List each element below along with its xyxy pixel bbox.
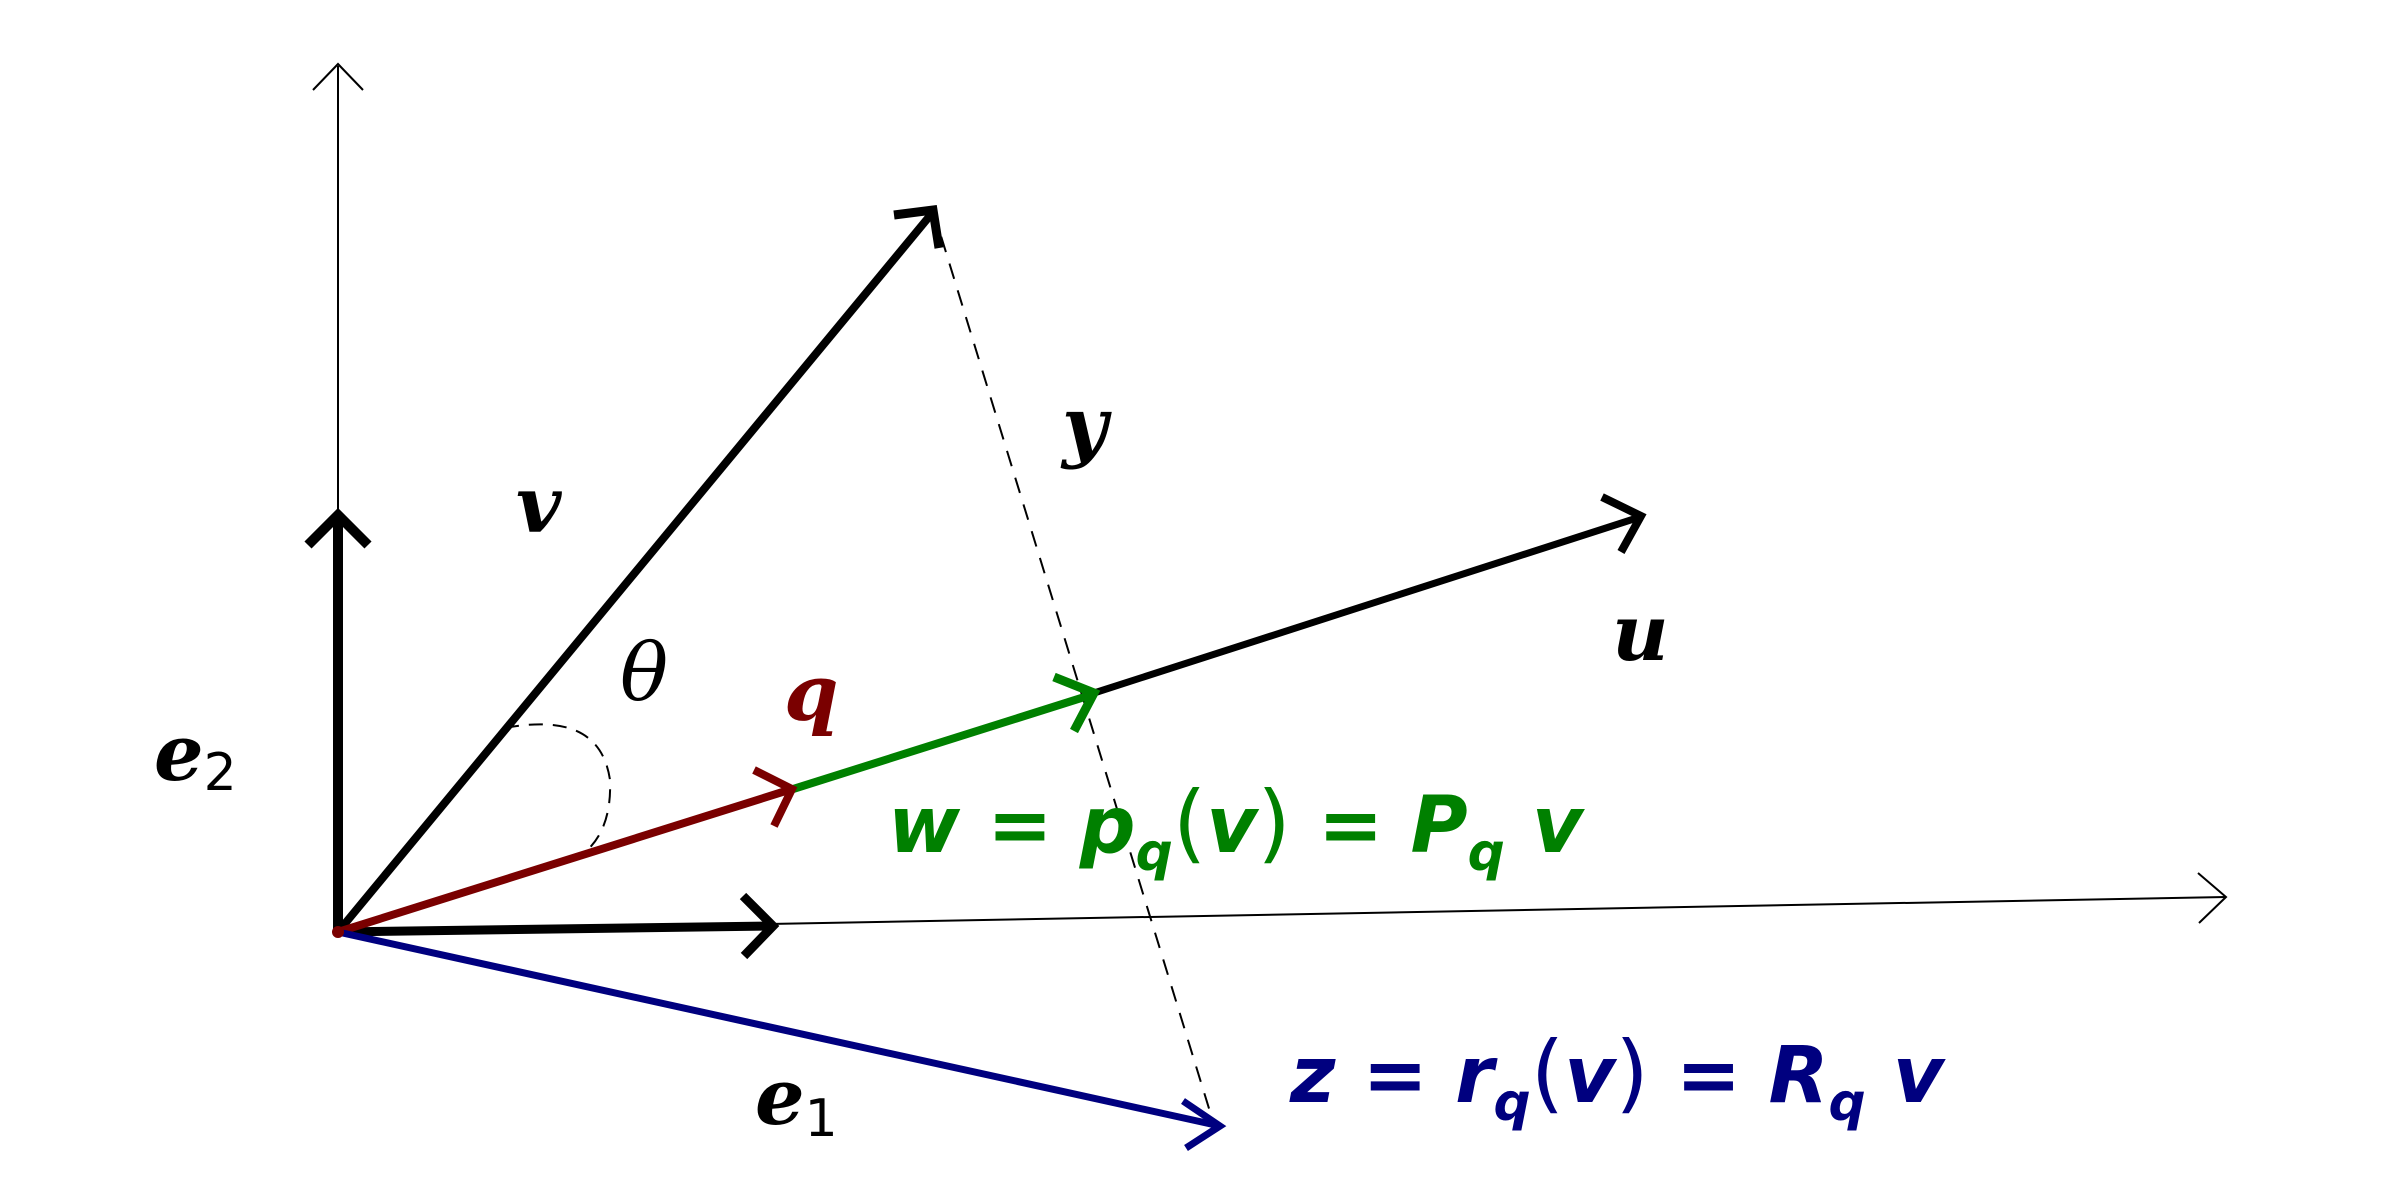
reflection-dashed-line (932, 209, 1216, 1129)
vector-w (788, 672, 1101, 794)
label-u: u (1612, 588, 1669, 679)
equation-z: z = rq(v) = Rq v (1289, 1023, 1946, 1133)
label-v: v (516, 460, 563, 551)
label-y: y (1060, 380, 1112, 471)
label-e1: e1 (755, 1052, 838, 1149)
vector-v (334, 204, 944, 935)
label-e2: e2 (154, 708, 237, 803)
label-q: q (784, 648, 839, 739)
vector-q (336, 766, 798, 936)
origin-point (332, 926, 344, 938)
vector-u (1092, 493, 1647, 697)
basis-vector-e2 (304, 507, 372, 932)
horizontal-axis (337, 872, 2228, 933)
vector-z (337, 928, 1227, 1151)
basis-vector-e1 (337, 892, 780, 960)
equation-w: w = pq(v) = Pq v (888, 773, 1585, 883)
angle-theta-arc (504, 723, 612, 854)
label-theta: θ (620, 626, 668, 719)
